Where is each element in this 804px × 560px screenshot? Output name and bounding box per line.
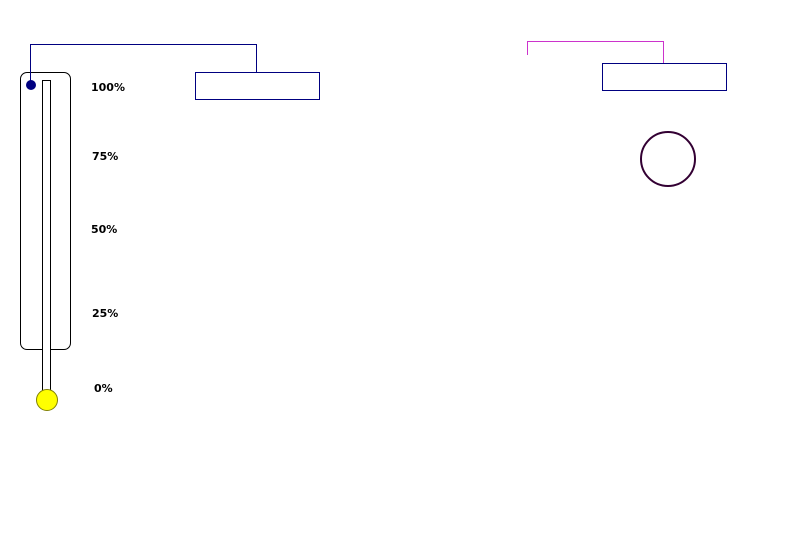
left-value-box[interactable]: [195, 72, 320, 100]
left-connector-vertical-end: [256, 44, 257, 73]
left-connector-horizontal: [30, 44, 257, 45]
tick-label-25: 25%: [92, 307, 119, 320]
connector-anchor-dot: [26, 80, 36, 90]
tick-label-0: 0%: [94, 382, 113, 395]
right-connector-horizontal: [527, 41, 664, 42]
tick-label-100: 100%: [91, 81, 125, 94]
thermometer-tube: [42, 80, 51, 392]
right-value-box[interactable]: [602, 63, 727, 91]
right-connector-vertical-start: [527, 41, 528, 55]
tick-label-75: 75%: [92, 150, 119, 163]
tick-label-50: 50%: [91, 223, 118, 236]
left-connector-vertical-start: [30, 44, 31, 82]
right-connector-vertical-end: [663, 41, 664, 64]
thermometer-bulb: [36, 389, 58, 411]
status-circle: [640, 131, 696, 187]
